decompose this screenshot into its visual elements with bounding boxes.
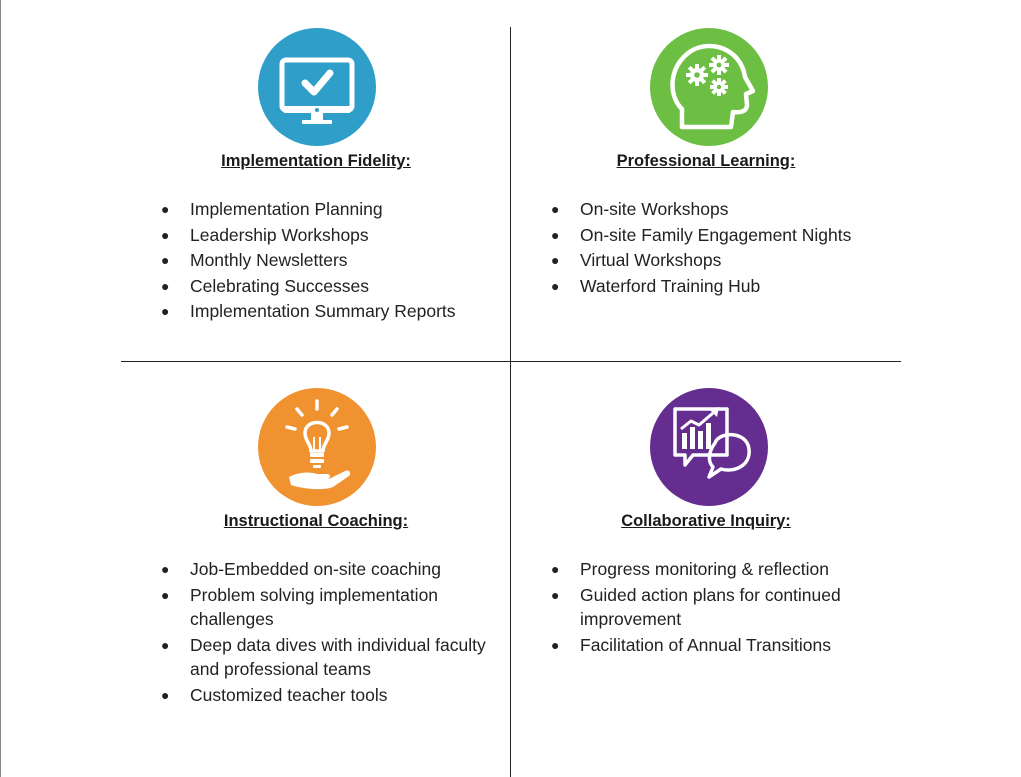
bullet-icon: ● bbox=[161, 303, 170, 319]
chart-speech-bubble-icon bbox=[649, 387, 769, 507]
bullet-icon: ● bbox=[161, 586, 170, 603]
bullet-icon: ● bbox=[161, 201, 170, 217]
horizontal-divider bbox=[121, 361, 901, 362]
list-item: ●On-site Workshops bbox=[551, 197, 880, 223]
bullet-icon: ● bbox=[551, 561, 560, 577]
section-heading: Collaborative Inquiry: bbox=[621, 512, 791, 530]
list-item: ●Facilitation of Annual Transitions bbox=[551, 633, 880, 658]
list-item: ●Leadership Workshops bbox=[161, 223, 490, 249]
bullet-icon: ● bbox=[161, 226, 170, 243]
list-item: ●Customized teacher tools bbox=[161, 683, 490, 708]
section-heading: Professional Learning: bbox=[616, 152, 796, 170]
bullet-icon: ● bbox=[551, 586, 560, 603]
head-gears-icon bbox=[649, 27, 769, 147]
bullet-icon: ● bbox=[161, 252, 170, 268]
vertical-divider bbox=[510, 27, 511, 777]
list-item: ●On-site Family Engagement Nights bbox=[551, 223, 880, 249]
monitor-checkmark-icon bbox=[257, 27, 377, 147]
list-item: ●Job-Embedded on-site coaching bbox=[161, 557, 490, 582]
lightbulb-hand-icon bbox=[257, 387, 377, 507]
collaborative-inquiry-section: Collaborative Inquiry: ●Progress monitor… bbox=[511, 387, 901, 655]
page-edge bbox=[0, 0, 1, 777]
list-item: ●Guided action plans for continued impro… bbox=[551, 584, 841, 630]
list-item: ●Implementation Summary Reports bbox=[161, 299, 490, 325]
item-list: ●Implementation Planning ●Leadership Wor… bbox=[161, 197, 490, 325]
list-item: ●Waterford Training Hub bbox=[551, 274, 880, 300]
bullet-icon: ● bbox=[551, 201, 560, 217]
bullet-icon: ● bbox=[161, 686, 170, 703]
implementation-fidelity-section: Implementation Fidelity: ●Implementation… bbox=[121, 27, 511, 321]
list-item: ●Deep data dives with individual faculty… bbox=[161, 634, 486, 680]
bullet-icon: ● bbox=[551, 636, 560, 653]
section-heading: Instructional Coaching: bbox=[223, 512, 409, 530]
bullet-icon: ● bbox=[551, 226, 560, 243]
bullet-icon: ● bbox=[161, 561, 170, 577]
item-list: ●Job-Embedded on-site coaching ●Problem … bbox=[161, 557, 490, 708]
item-list: ●Progress monitoring & reflection ●Guide… bbox=[551, 557, 880, 658]
list-item: ●Progress monitoring & reflection bbox=[551, 557, 880, 582]
list-item: ●Celebrating Successes bbox=[161, 274, 490, 300]
professional-learning-section: Professional Learning: ●On-site Workshop… bbox=[511, 27, 901, 296]
bullet-icon: ● bbox=[161, 636, 170, 653]
list-item: ●Monthly Newsletters bbox=[161, 248, 490, 274]
list-item: ●Problem solving implementation challeng… bbox=[161, 584, 439, 630]
item-list: ●On-site Workshops ●On-site Family Engag… bbox=[551, 197, 880, 300]
list-item: ●Virtual Workshops bbox=[551, 248, 880, 274]
list-item: ●Implementation Planning bbox=[161, 197, 490, 223]
bullet-icon: ● bbox=[551, 277, 560, 294]
instructional-coaching-section: Instructional Coaching: ●Job-Embedded on… bbox=[121, 387, 511, 705]
section-heading: Implementation Fidelity: bbox=[221, 152, 411, 170]
bullet-icon: ● bbox=[161, 277, 170, 294]
bullet-icon: ● bbox=[551, 252, 560, 268]
